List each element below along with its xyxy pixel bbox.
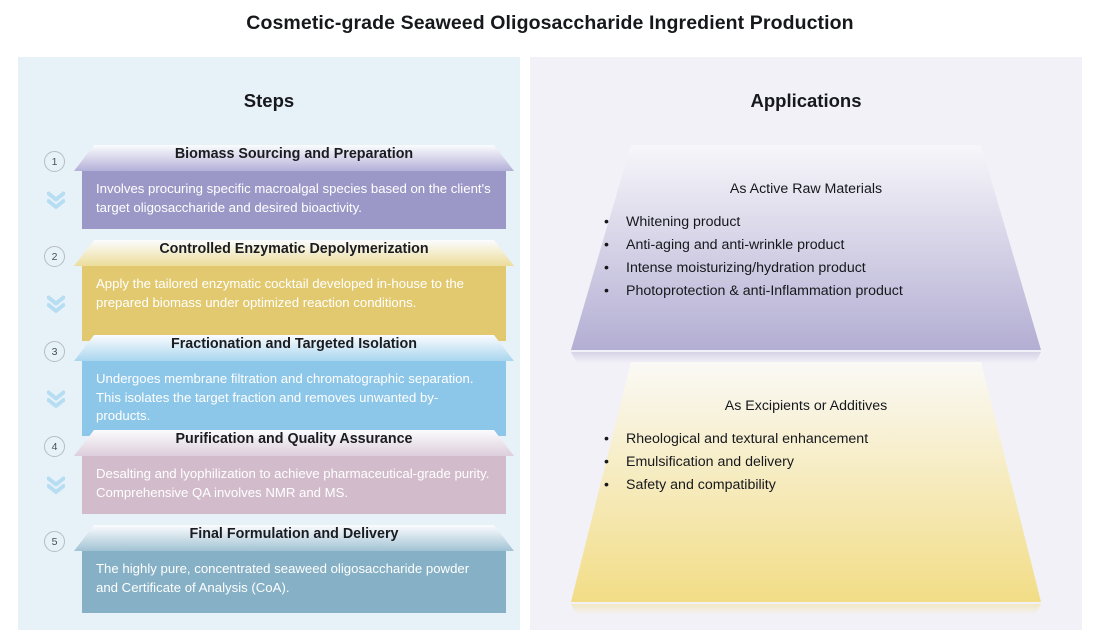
application-block[interactable]: As Active Raw Materials • Whitening produc… [530, 145, 1082, 363]
application-item-label: Emulsification and delivery [626, 454, 794, 470]
step-body: The highly pure, concentrated seaweed ol… [82, 551, 506, 613]
application-item-label: Anti-aging and anti-wrinkle product [626, 237, 845, 253]
chevron-double-down-icon [47, 476, 65, 496]
step-lid [74, 525, 514, 551]
application-bullet-list: • Rheological and textural enhancement • Em… [594, 428, 1058, 497]
step-title: Controlled Enzymatic Depolymerization [159, 241, 429, 257]
step-title: Purification and Quality Assurance [175, 431, 413, 447]
step-shape: The highly pure, concentrated seaweed ol… [74, 525, 514, 613]
application-list-item: • Intense moisturizing/hydration product [594, 257, 1058, 280]
step-lid [74, 145, 514, 171]
step-lid [74, 335, 514, 361]
application-heading: As Active Raw Materials [729, 181, 883, 197]
application-content: As Active Raw Materials • Whitening produc… [530, 145, 1082, 303]
step-description: The highly pure, concentrated seaweed ol… [96, 561, 470, 595]
step-title: Fractionation and Targeted Isolation [171, 336, 417, 352]
application-trapezoid [530, 145, 1082, 369]
steps-panel-heading: Steps [243, 90, 295, 111]
step-description: Undergoes membrane filtration and chroma… [96, 371, 474, 423]
application-content: As Excipients or Additives • Rheological a… [530, 362, 1082, 497]
step-lid [74, 430, 514, 456]
step-lid [74, 240, 514, 266]
step-body: Undergoes membrane filtration and chroma… [82, 361, 506, 436]
application-list-item: • Rheological and textural enhancement [594, 428, 1058, 451]
bullet-icon: • [604, 214, 609, 230]
application-list-item: • Whitening product [594, 211, 1058, 234]
bullet-icon: • [604, 283, 609, 299]
application-list-item: • Anti-aging and anti-wrinkle product [594, 234, 1058, 257]
applications-panel: Applications As Active Raw Materials • Whi… [530, 57, 1082, 630]
application-item-label: Whitening product [626, 214, 741, 230]
application-list-item: • Photoprotection & anti-Inflammation pro… [594, 280, 1058, 303]
chevron-double-down-icon [47, 191, 65, 211]
application-list-item: • Safety and compatibility [594, 474, 1058, 497]
step-number-badge: 5 [44, 531, 65, 552]
bullet-icon: • [604, 260, 609, 276]
step-title: Biomass Sourcing and Preparation [174, 146, 414, 162]
application-trapezoid [530, 362, 1082, 621]
application-heading: As Excipients or Additives [724, 398, 888, 414]
step-shape: Undergoes membrane filtration and chroma… [74, 335, 514, 436]
bullet-icon: • [604, 477, 609, 493]
step-number-badge: 4 [44, 436, 65, 457]
application-bullet-list: • Whitening product • Anti-aging and anti-w… [594, 211, 1058, 303]
step-description: Desalting and lyophilization to achieve … [96, 466, 490, 500]
step-shape: Apply the tailored enzymatic cocktail de… [74, 240, 514, 341]
application-item-label: Intense moisturizing/hydration product [626, 260, 866, 276]
application-item-label: Rheological and textural enhancement [626, 431, 869, 447]
step-description: Involves procuring specific macroalgal s… [96, 181, 491, 215]
step-number-badge: 3 [44, 341, 65, 362]
step-number-badge: 1 [44, 151, 65, 172]
page-title: Cosmetic-grade Seaweed Oligosaccharide I… [246, 12, 854, 34]
step-body: Desalting and lyophilization to achieve … [82, 456, 506, 514]
chevron-double-down-icon [47, 390, 65, 410]
applications-panel-heading: Applications [750, 90, 862, 111]
step-shape: Involves procuring specific macroalgal s… [74, 145, 514, 229]
application-list-item: • Emulsification and delivery [594, 451, 1058, 474]
application-block[interactable]: As Excipients or Additives • Rheological a… [530, 362, 1082, 615]
step-number-badge: 2 [44, 246, 65, 267]
bullet-icon: • [604, 454, 609, 470]
bullet-icon: • [604, 431, 609, 447]
step-description: Apply the tailored enzymatic cocktail de… [96, 276, 465, 310]
step-body: Involves procuring specific macroalgal s… [82, 171, 506, 229]
application-item-label: Photoprotection & anti-Inflammation prod… [626, 283, 903, 299]
step-shape: Desalting and lyophilization to achieve … [74, 430, 514, 514]
step-body: Apply the tailored enzymatic cocktail de… [82, 266, 506, 341]
bullet-icon: • [604, 237, 609, 253]
application-item-label: Safety and compatibility [626, 477, 776, 493]
step-title: Final Formulation and Delivery [189, 526, 399, 542]
chevron-double-down-icon [47, 295, 65, 315]
